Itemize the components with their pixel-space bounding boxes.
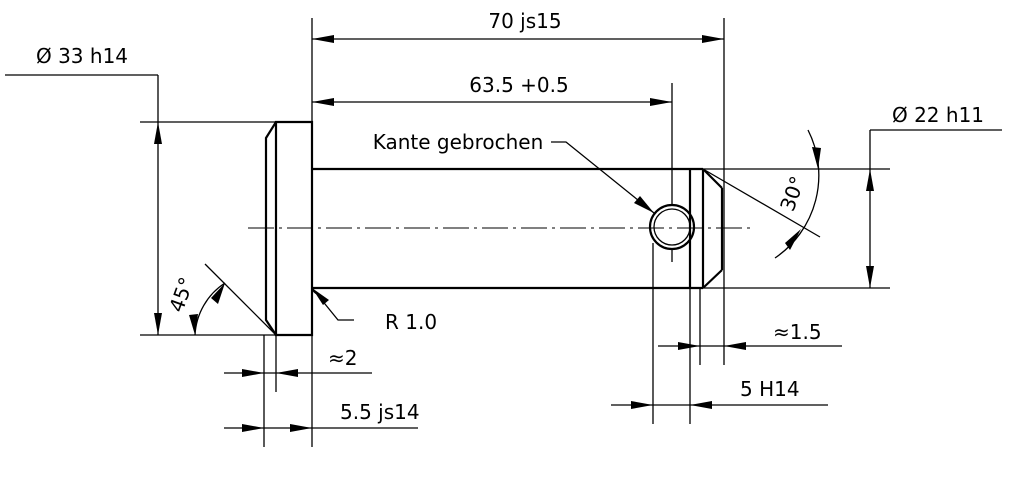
leader-edge-note <box>551 141 655 214</box>
arrow <box>634 196 654 213</box>
head-thickness-label: 5.5 js14 <box>340 400 420 424</box>
end-chamfer-angle-label: 30° <box>775 173 810 215</box>
arrow <box>866 266 874 288</box>
head-diameter-label: Ø 33 h14 <box>36 44 128 68</box>
end-chamfer-length-label: ≈1.5 <box>773 320 822 344</box>
head-chamfer-angle-label: 45° <box>164 274 199 316</box>
hole-position-label: 63.5 +0.5 <box>469 73 568 97</box>
edge-note-label: Kante gebrochen <box>373 130 544 154</box>
arrow <box>154 122 162 144</box>
arrow <box>312 288 329 305</box>
arrow <box>650 98 672 106</box>
head-chamfer-length-label: ≈2 <box>328 346 357 370</box>
arrow <box>154 313 162 335</box>
overall-length-label: 70 js15 <box>488 9 561 33</box>
arrow <box>242 369 264 377</box>
arrow <box>189 314 198 335</box>
fillet-radius-label: R 1.0 <box>385 310 437 334</box>
arrow <box>812 147 821 169</box>
arrow <box>690 401 712 409</box>
arrow <box>702 35 724 43</box>
cross-hole <box>648 203 696 251</box>
arrow <box>242 424 264 432</box>
arrow <box>678 342 700 350</box>
arrow <box>211 283 225 304</box>
arrow <box>312 35 334 43</box>
shaft-diameter-label: Ø 22 h11 <box>892 103 984 127</box>
extension-lines <box>140 18 890 447</box>
arrow <box>866 169 874 191</box>
arrow <box>312 98 334 106</box>
arrow <box>290 424 312 432</box>
arrow <box>276 369 298 377</box>
arrow <box>785 229 801 250</box>
arrow <box>724 342 746 350</box>
arrow <box>631 401 653 409</box>
hole-diameter-label: 5 H14 <box>740 377 800 401</box>
